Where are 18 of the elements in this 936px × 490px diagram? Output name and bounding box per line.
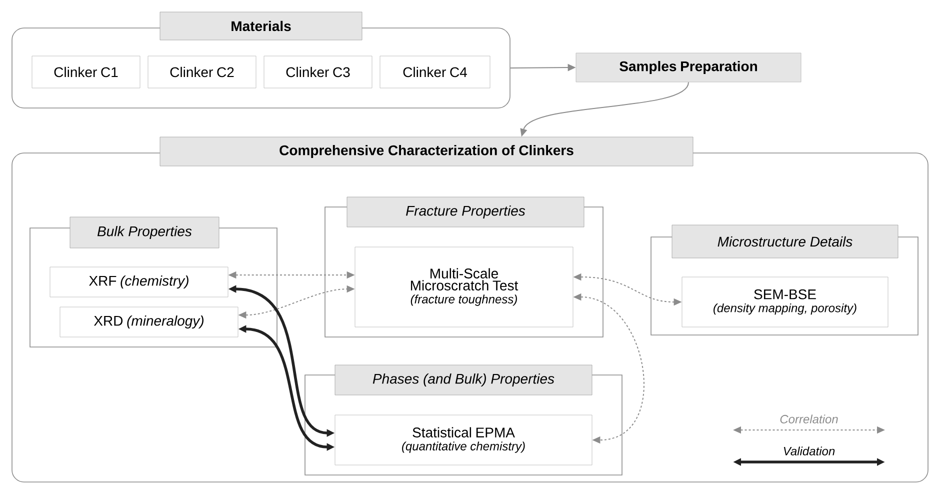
legend-label: Correlation bbox=[780, 414, 838, 424]
heading-tab: Bulk Properties bbox=[70, 216, 220, 248]
process-box: Samples Preparation bbox=[576, 52, 802, 82]
heading-tab: Materials bbox=[160, 12, 362, 40]
process-box: Multi-Scale Microscratch Test (fracture toughness) bbox=[354, 246, 574, 328]
process-box: XRF (chemistry) bbox=[50, 266, 228, 298]
process-box: SEM-BSE (density mapping, porosity) bbox=[682, 276, 888, 328]
heading-tab: Fracture Properties bbox=[346, 196, 584, 228]
process-box: XRD (mineralogy) bbox=[60, 306, 238, 338]
heading-tab: Phases (and Bulk) Properties bbox=[334, 364, 592, 396]
process-box: Clinker C3 bbox=[264, 56, 372, 88]
legend-label: Validation bbox=[784, 446, 835, 456]
process-box: Clinker C2 bbox=[148, 56, 256, 88]
heading-tab: Comprehensive Characterization of Clinkers bbox=[160, 136, 694, 166]
process-box: Statistical EPMA (quantitative chemistry) bbox=[334, 414, 592, 466]
process-box: Clinker C4 bbox=[380, 56, 490, 88]
heading-tab: Microstructure Details bbox=[672, 224, 898, 258]
process-box: Clinker C1 bbox=[32, 56, 140, 88]
